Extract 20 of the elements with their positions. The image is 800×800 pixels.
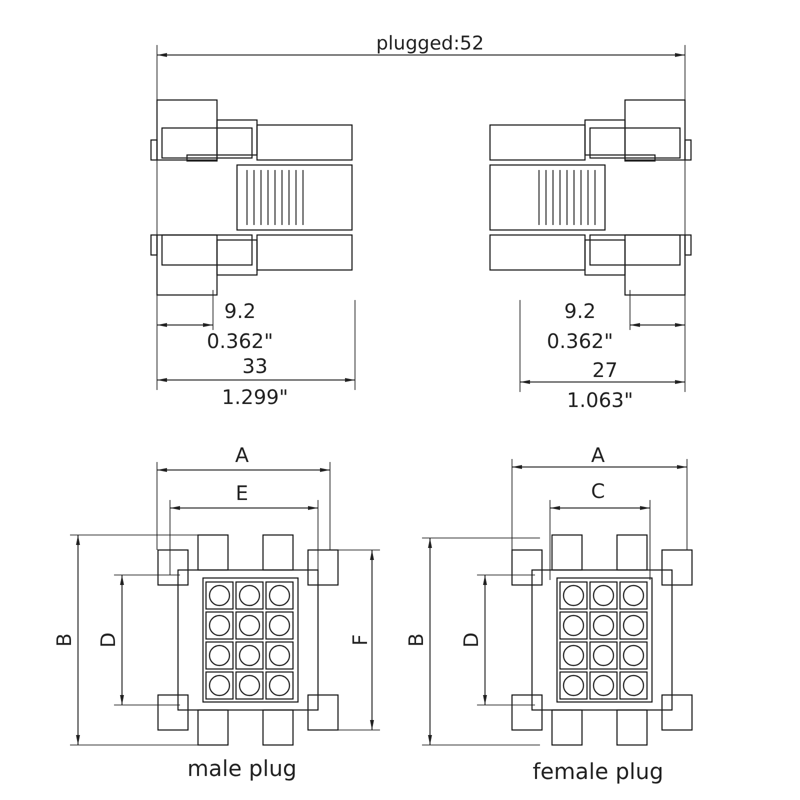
view-caption: male plug xyxy=(187,759,297,781)
dimension-value-inch: 1.299" xyxy=(222,387,288,407)
dimension-value-inch: 0.362" xyxy=(546,331,614,351)
dimension-letter: B xyxy=(406,633,426,647)
dimension-value: 27 xyxy=(592,360,618,380)
dimension-letter: C xyxy=(591,481,605,501)
dimension-letter: D xyxy=(461,632,481,648)
dimension-value: 9.2 xyxy=(224,301,256,321)
dimension-letter: D xyxy=(98,632,118,648)
dimension-letter: A xyxy=(235,445,249,465)
dimension-letter: A xyxy=(591,445,605,465)
dimension-value: 9.2 xyxy=(564,301,596,321)
dimension-value: plugged:52 xyxy=(376,34,484,54)
dimension-value-inch: 0.362" xyxy=(206,331,274,351)
dimension-letter: B xyxy=(54,633,74,647)
dimension-value-inch: 1.063" xyxy=(566,390,634,410)
view-caption: female plug xyxy=(532,762,664,784)
dimension-letter: F xyxy=(350,634,370,646)
dimension-value: 33 xyxy=(242,356,268,376)
dimension-letter: E xyxy=(236,483,248,503)
